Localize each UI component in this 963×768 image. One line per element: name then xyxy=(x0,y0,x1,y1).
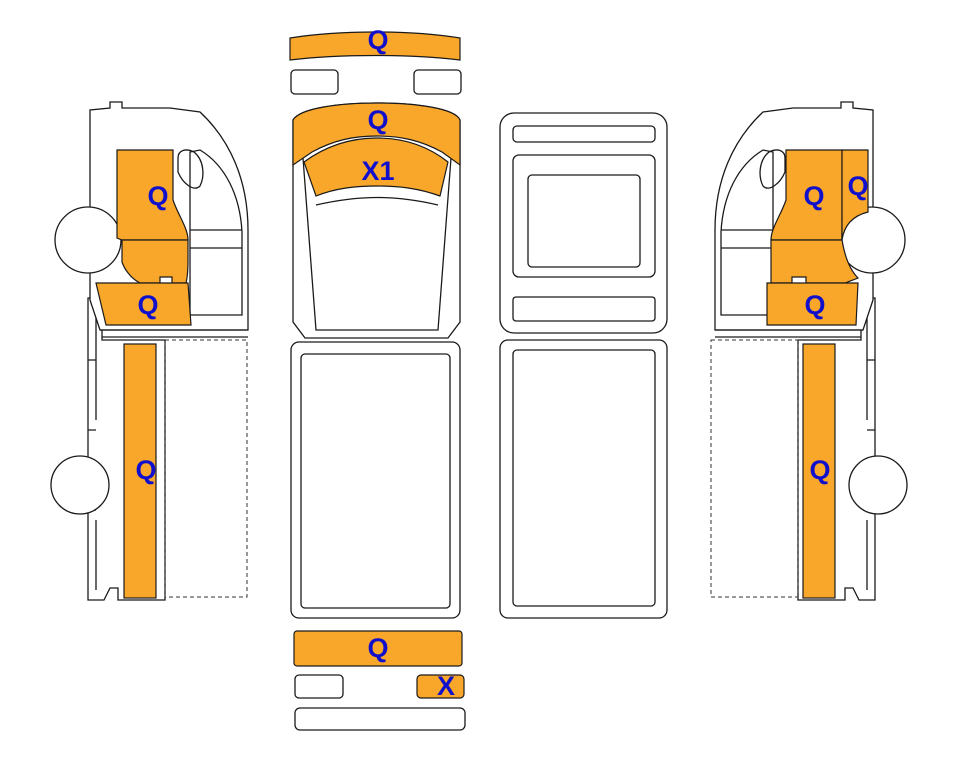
left-cab-base xyxy=(100,329,248,338)
label-left-body-side: Q xyxy=(135,455,156,485)
roof-cab-top-strip xyxy=(512,125,656,143)
right-cab-window xyxy=(720,149,774,316)
rear-left-light xyxy=(294,674,344,699)
rear-bumper-zone xyxy=(293,630,463,667)
left-body-box xyxy=(164,339,248,598)
right-cab-bottom-zone xyxy=(766,282,859,326)
label-right-cab-upper: Q xyxy=(803,181,824,211)
left-cab-bottom-zone xyxy=(95,282,192,326)
left-front-wheel xyxy=(54,206,122,274)
top-front-view: Q Q X1 Q X xyxy=(289,25,466,731)
label-front-bumper: Q xyxy=(367,25,388,55)
right-body-box xyxy=(710,339,799,598)
right-rear-wheel xyxy=(848,455,908,515)
label-left-cab-lower: Q xyxy=(137,290,158,320)
right-cab-corner-zone xyxy=(841,149,869,241)
label-hood-upper: Q xyxy=(367,105,388,135)
right-body-side-zone xyxy=(802,343,836,599)
label-left-cab-upper: Q xyxy=(147,181,168,211)
cab-top-windshield xyxy=(302,157,452,331)
left-chassis-detail xyxy=(88,305,97,590)
right-mirror xyxy=(759,149,786,189)
label-right-body-side: Q xyxy=(809,455,830,485)
right-chassis-detail xyxy=(866,305,875,590)
left-mirror xyxy=(177,149,204,189)
hood-upper-zone xyxy=(292,102,461,167)
label-rear-bumper: Q xyxy=(367,633,388,663)
label-rear-right-part: X xyxy=(437,671,455,701)
front-right-light xyxy=(413,69,462,95)
front-bumper-zone xyxy=(289,31,461,61)
front-left-light xyxy=(290,69,339,95)
right-side-view: Q Q Q Q xyxy=(710,101,908,601)
rear-step xyxy=(294,707,466,731)
cargo-top-inner xyxy=(300,353,451,609)
left-body-side-zone xyxy=(123,343,157,599)
label-right-cab-corner: Q xyxy=(847,171,868,201)
left-cab-window xyxy=(189,149,243,316)
hood-lower-zone xyxy=(303,137,449,197)
rear-right-part-zone xyxy=(416,674,465,699)
right-cab-lower-zone xyxy=(770,239,860,284)
roof-view xyxy=(499,112,668,619)
right-cab-base xyxy=(715,329,863,338)
roof-cab-window xyxy=(527,174,641,268)
left-side-view: Q Q Q xyxy=(50,101,249,601)
left-rear-wheel xyxy=(50,455,110,515)
label-hood-lower: X1 xyxy=(361,156,394,186)
label-right-cab-lower: Q xyxy=(804,290,825,320)
roof-cargo-inner xyxy=(512,349,656,607)
left-cab-lower-zone xyxy=(121,239,189,284)
roof-cab-bottom-strip xyxy=(512,296,656,322)
